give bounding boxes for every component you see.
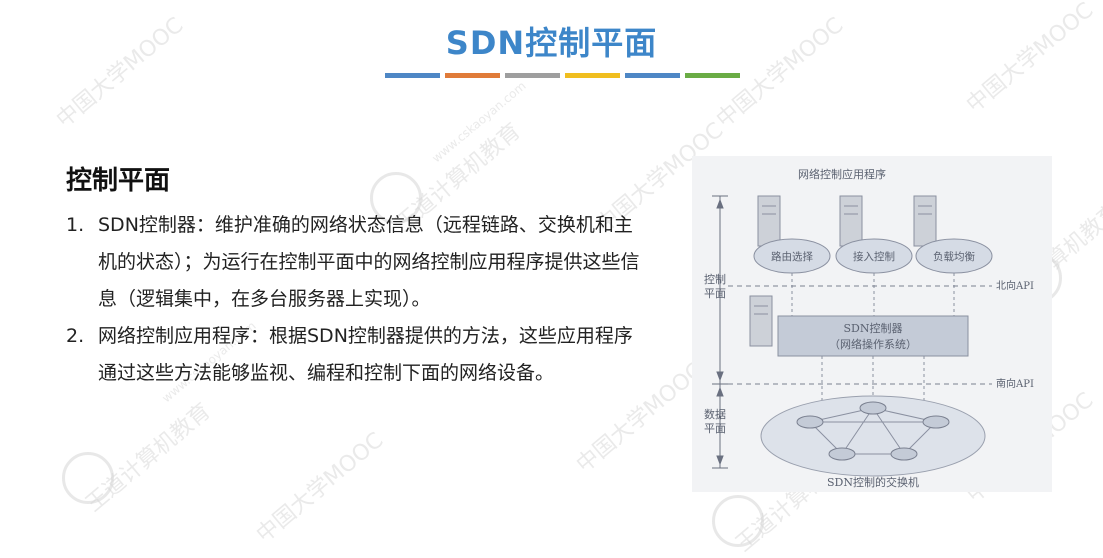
sdn-controller-box bbox=[777, 315, 969, 357]
server-icon bbox=[757, 195, 781, 247]
switch-network-cloud bbox=[760, 395, 986, 477]
underline-segment bbox=[505, 73, 560, 78]
list-item: 1. SDN控制器：维护准确的网络状态信息（远程链路、交换机和主机的状态）；为运… bbox=[66, 207, 641, 318]
sdn-architecture-figure: 网络控制应用程序 控制 平面 数据 平面 bbox=[692, 156, 1052, 492]
point-list: 1. SDN控制器：维护准确的网络状态信息（远程链路、交换机和主机的状态）；为运… bbox=[66, 207, 641, 392]
underline-segment bbox=[625, 73, 680, 78]
app-label-routing: 路由选择 bbox=[771, 250, 813, 263]
plane-bracket bbox=[712, 195, 728, 469]
app-label-loadbalance: 负载均衡 bbox=[933, 250, 975, 263]
page-title: SDN控制平面 bbox=[445, 24, 658, 62]
list-text: SDN控制器：维护准确的网络状态信息（远程链路、交换机和主机的状态）；为运行在控… bbox=[98, 214, 640, 310]
server-icon bbox=[913, 195, 937, 247]
watermark-url: www.cskaoyan.com bbox=[429, 78, 529, 166]
list-text: 网络控制应用程序：根据SDN控制器提供的方法，这些应用程序通过这些方法能够监视、… bbox=[98, 325, 633, 384]
section-heading: 控制平面 bbox=[66, 166, 171, 196]
data-plane-label-1: 数据 bbox=[704, 407, 726, 421]
control-plane-label-2: 平面 bbox=[704, 287, 726, 300]
watermark-logo bbox=[62, 452, 114, 504]
data-plane-label-2: 平面 bbox=[704, 422, 726, 435]
app-layer-title: 网络控制应用程序 bbox=[798, 167, 886, 181]
underline-segment bbox=[385, 73, 440, 78]
list-number: 2. bbox=[66, 325, 85, 347]
sdn-architecture-svg: 网络控制应用程序 控制 平面 数据 平面 bbox=[704, 167, 1034, 489]
app-controller-links bbox=[791, 273, 955, 316]
underline-segment bbox=[445, 73, 500, 78]
control-plane-label-1: 控制 bbox=[704, 272, 726, 286]
northbound-api-label: 北向API bbox=[996, 279, 1034, 292]
list-number: 1. bbox=[66, 214, 85, 236]
underline-segment bbox=[685, 73, 740, 78]
switch-nodes bbox=[796, 401, 950, 461]
app-label-access: 接入控制 bbox=[853, 250, 895, 263]
watermark-text: 王道计算机教育 bbox=[81, 398, 216, 517]
title-underline bbox=[385, 73, 740, 78]
server-icon bbox=[749, 295, 773, 347]
switches-label: SDN控制的交换机 bbox=[827, 475, 919, 489]
server-icon bbox=[839, 195, 863, 247]
underline-segment bbox=[565, 73, 620, 78]
list-item: 2. 网络控制应用程序：根据SDN控制器提供的方法，这些应用程序通过这些方法能够… bbox=[66, 318, 641, 392]
southbound-api-label: 南向API bbox=[996, 377, 1034, 390]
controller-label: SDN控制器 bbox=[844, 321, 903, 335]
watermark-text: 中国大学MOOC bbox=[251, 427, 389, 548]
controller-sublabel: （网络操作系统） bbox=[829, 337, 917, 351]
watermark-logo bbox=[712, 495, 764, 547]
